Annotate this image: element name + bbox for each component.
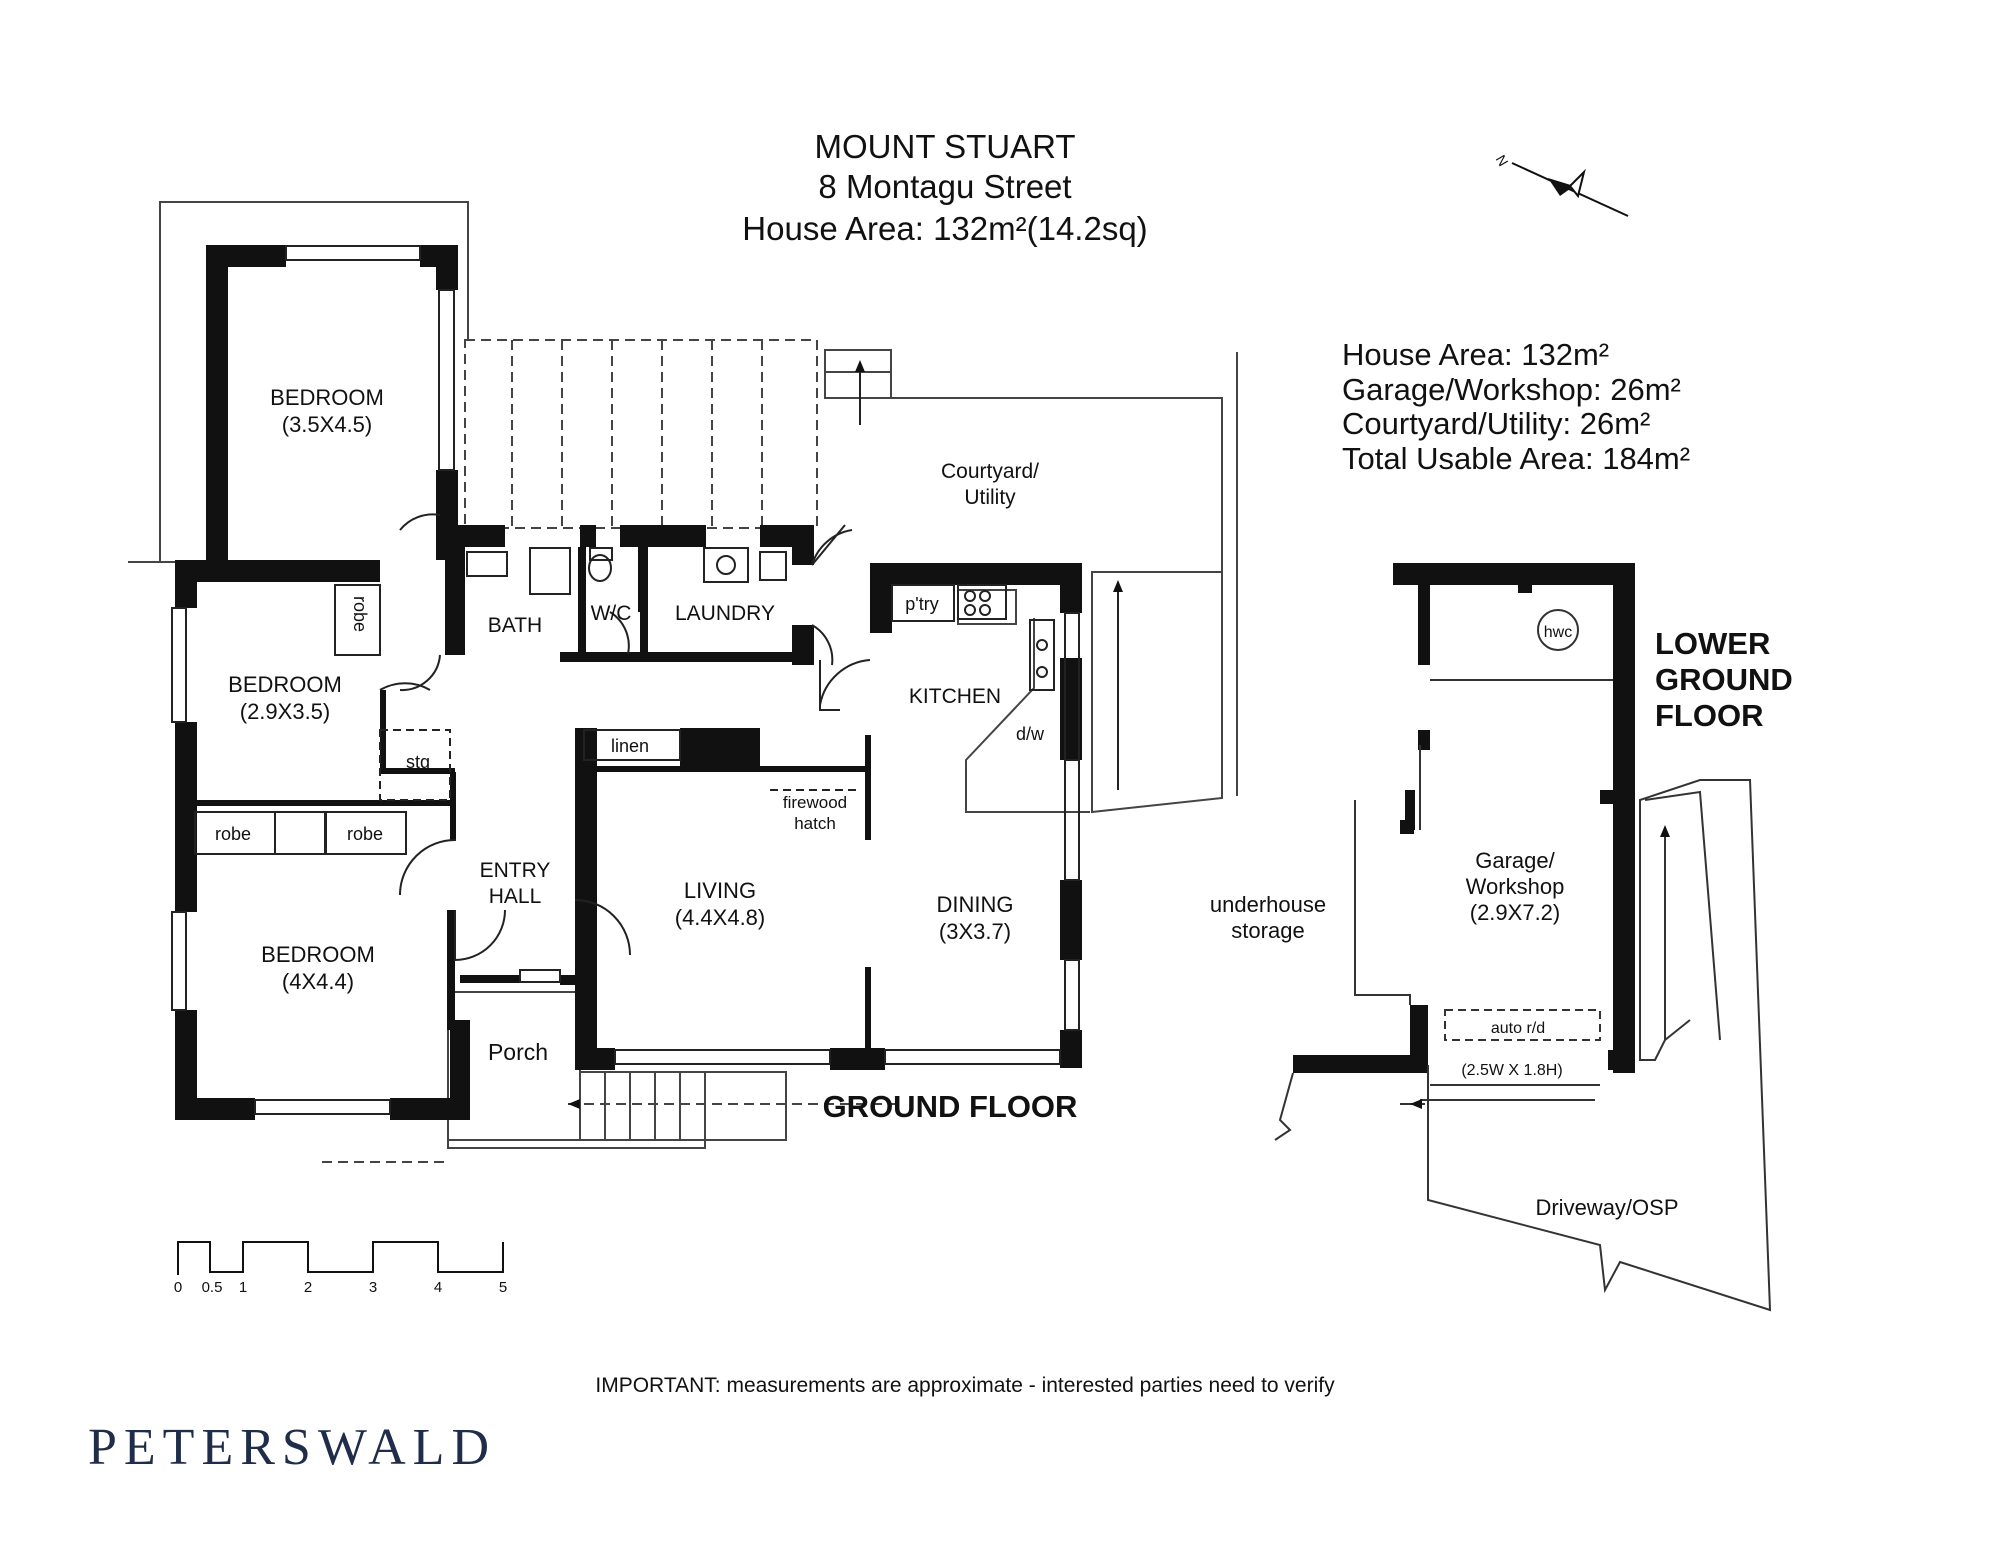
stg-label: stg: [406, 752, 430, 772]
living-label: LIVING: [684, 878, 756, 903]
bath-label: BATH: [488, 614, 542, 637]
site-outlines: [128, 201, 1238, 1163]
lower-ground-walls: [1293, 563, 1635, 1073]
bedroom-1-label: BEDROOM: [270, 385, 384, 410]
scale-tick-5: 5: [499, 1279, 507, 1296]
bedroom-2-label: BEDROOM: [228, 672, 342, 697]
arrow-heads: [855, 360, 1123, 592]
north-arrow-icon: N: [1493, 152, 1629, 217]
kitchen-label: KITCHEN: [909, 685, 1001, 708]
courtyard-label-2: Utility: [964, 486, 1016, 509]
scale-tick-1: 1: [239, 1279, 247, 1296]
area-summary: House Area: 132m² Garage/Workshop: 26m² …: [1342, 337, 1690, 476]
disclaimer: IMPORTANT: measurements are approximate …: [595, 1374, 1335, 1397]
bedroom-3-label: BEDROOM: [261, 942, 375, 967]
robe-label-1: robe: [350, 596, 370, 632]
garage-size: (2.9X7.2): [1470, 900, 1561, 925]
area-total: Total Usable Area: 184m²: [1342, 441, 1690, 476]
title-address: 8 Montagu Street: [818, 168, 1071, 205]
room-labels: BEDROOM (3.5X4.5) BEDROOM (2.9X3.5) BEDR…: [215, 385, 1679, 1220]
title-block: MOUNT STUART 8 Montagu Street House Area…: [742, 128, 1147, 247]
wc-label: W/C: [591, 602, 632, 625]
door-size-label: (2.5W X 1.8H): [1461, 1062, 1562, 1079]
lower-ground-label-1: LOWER: [1655, 626, 1770, 661]
firewood-label-2: hatch: [794, 814, 836, 833]
title-suburb: MOUNT STUART: [815, 128, 1076, 165]
auto-door-label: auto r/d: [1491, 1020, 1545, 1037]
garage-label-2: Workshop: [1466, 874, 1565, 899]
entry-label-2: HALL: [489, 885, 542, 908]
porch-label: Porch: [488, 1039, 548, 1065]
dining-size: (3X3.7): [939, 919, 1011, 944]
laundry-label: LAUNDRY: [675, 602, 775, 625]
floor-labels: GROUND FLOOR LOWER GROUND FLOOR: [823, 626, 1793, 1124]
lower-arrow-heads: [568, 825, 1670, 1109]
firewood-label-1: firewood: [783, 793, 847, 812]
dining-label: DINING: [937, 892, 1014, 917]
bedroom-3-size: (4X4.4): [282, 969, 354, 994]
bedroom-1-size: (3.5X4.5): [282, 412, 373, 437]
scale-tick-3: 3: [369, 1279, 377, 1296]
driveway-label: Driveway/OSP: [1535, 1195, 1678, 1220]
north-letter: N: [1493, 152, 1512, 169]
lower-ground-label-3: FLOOR: [1655, 698, 1764, 733]
hwc-label: hwc: [1544, 624, 1572, 641]
scale-bar: 0 0.5 1 2 3 4 5: [174, 1241, 507, 1296]
linen-label: linen: [611, 736, 649, 756]
underhouse-label-2: storage: [1231, 918, 1304, 943]
lower-ground-outlines: [1274, 609, 1772, 1312]
scale-tick-4: 4: [434, 1279, 442, 1296]
underhouse-label-1: underhouse: [1210, 892, 1326, 917]
ground-floor-label: GROUND FLOOR: [823, 1089, 1078, 1124]
bedroom-2-size: (2.9X3.5): [240, 699, 331, 724]
robe-label-2: robe: [215, 824, 251, 844]
area-house: House Area: 132m²: [1342, 337, 1609, 372]
brand-logo: PETERSWALD: [88, 1419, 496, 1476]
courtyard-label-1: Courtyard/: [941, 460, 1039, 483]
lower-ground-label-2: GROUND: [1655, 662, 1793, 697]
windows-and-fixtures: [171, 245, 1119, 1115]
ground-floor-walls: [175, 245, 1082, 1120]
scale-tick-0-5: 0.5: [202, 1279, 223, 1296]
living-size: (4.4X4.8): [675, 905, 766, 930]
entry-label-1: ENTRY: [480, 859, 551, 882]
title-house-area: House Area: 132m²(14.2sq): [742, 210, 1147, 247]
garage-label-1: Garage/: [1475, 848, 1555, 873]
area-garage: Garage/Workshop: 26m²: [1342, 372, 1681, 407]
scale-tick-0: 0: [174, 1279, 182, 1296]
scale-tick-2: 2: [304, 1279, 312, 1296]
area-courtyard: Courtyard/Utility: 26m²: [1342, 406, 1650, 441]
pantry-label: p'try: [905, 594, 938, 614]
robe-label-3: robe: [347, 824, 383, 844]
dw-label: d/w: [1016, 724, 1045, 744]
